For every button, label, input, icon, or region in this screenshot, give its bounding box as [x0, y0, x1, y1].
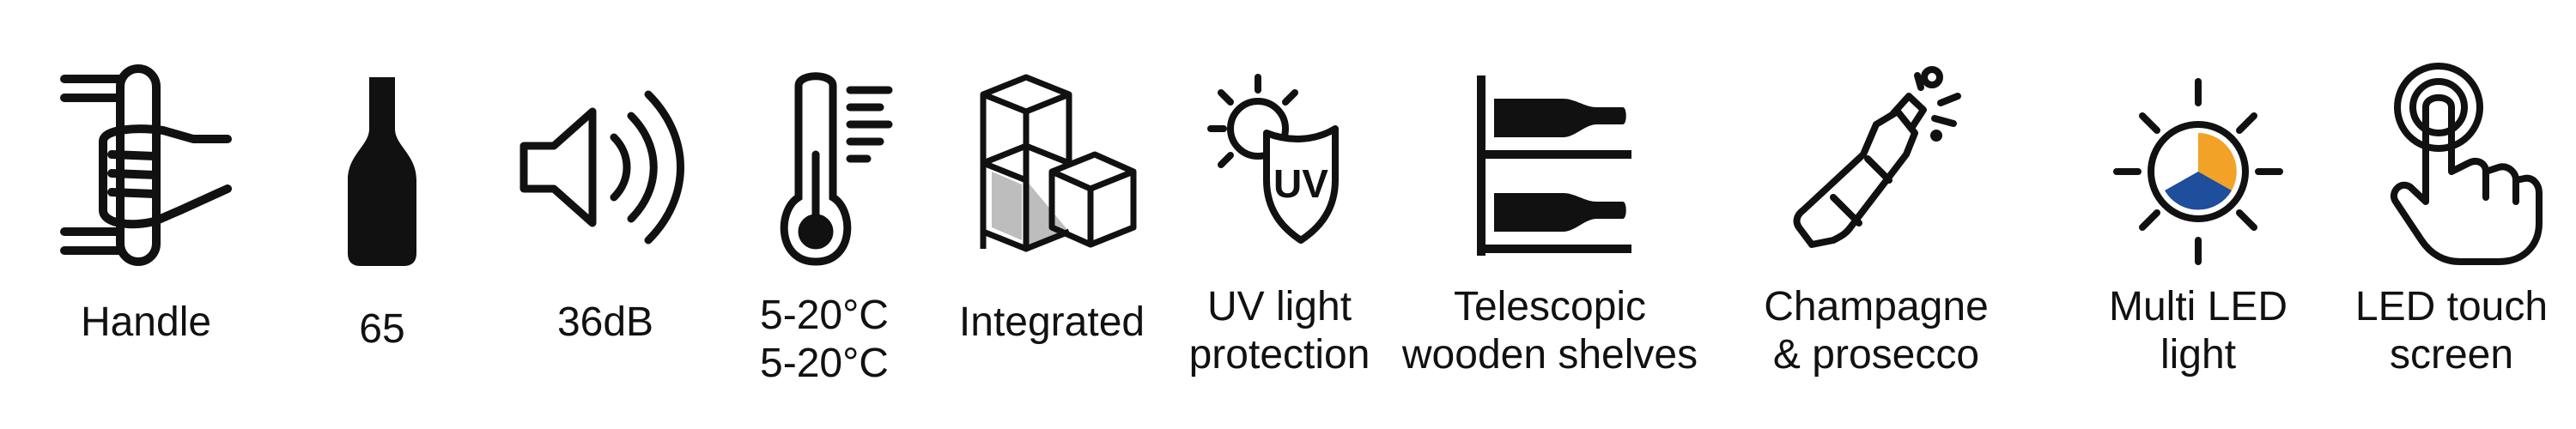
label-line: 5-20°C [760, 341, 889, 386]
feature-champagne-prosecco: Champagne & prosecco [1752, 0, 2001, 429]
integrated-cubes-icon [957, 60, 1146, 275]
telescopic-shelves-icon [1455, 60, 1644, 275]
champagne-bottle-icon [1782, 60, 1971, 275]
feature-handle: Handle [47, 0, 245, 429]
touch-screen-finger-icon [2357, 60, 2546, 275]
label-line: 36dB [556, 299, 654, 345]
multi-led-light-icon [2104, 60, 2293, 275]
wine-bottle-icon [288, 60, 477, 275]
speaker-sound-icon [511, 60, 700, 275]
label-line: & prosecco [1772, 332, 1980, 378]
feature-label-uv: UV light protection [1189, 283, 1370, 379]
label-line: 65 [359, 306, 405, 352]
feature-label-handle: Handle [81, 299, 211, 347]
label-line: protection [1188, 332, 1370, 378]
feature-label-champagne: Champagne & prosecco [1764, 283, 1989, 379]
feature-label-bottle: 65 [359, 305, 404, 353]
label-line: 5-20°C [760, 293, 889, 338]
feature-uv-protection: UV UV light protection [1176, 0, 1382, 429]
feature-label-temperature: 5-20°C 5-20°C [760, 292, 889, 388]
label-line: Integrated [958, 299, 1145, 345]
feature-noise-level: 36dB [511, 0, 700, 429]
feature-multi-led: Multi LED light [2087, 0, 2310, 429]
label-line: Handle [80, 299, 212, 345]
label-line: Champagne [1764, 284, 1989, 329]
label-line: UV light [1206, 284, 1352, 329]
feature-integrated: Integrated [949, 0, 1155, 429]
feature-label-noise: 36dB [557, 299, 653, 347]
feature-led-touch-screen: LED touch screen [2344, 0, 2559, 429]
feature-label-touch: LED touch screen [2355, 283, 2548, 379]
label-line: Telescopic [1453, 284, 1647, 329]
feature-label-shelves: Telescopic wooden shelves [1402, 283, 1698, 379]
feature-temperature-range: 5-20°C 5-20°C [738, 0, 910, 429]
handle-icon [52, 60, 240, 275]
uv-icon-text: UV [1273, 161, 1328, 206]
label-line: light [2160, 332, 2237, 378]
thermometer-icon [730, 60, 919, 275]
label-line: Multi LED [2108, 284, 2288, 329]
feature-bottle-capacity: 65 [296, 0, 468, 429]
uv-shield-sun-icon: UV [1185, 60, 1374, 275]
feature-label-integrated: Integrated [959, 299, 1145, 347]
label-line: screen [2389, 332, 2514, 378]
label-line: wooden shelves [1401, 332, 1698, 378]
feature-label-led: Multi LED light [2109, 283, 2287, 379]
label-line: LED touch [2354, 284, 2549, 329]
feature-telescopic-shelves: Telescopic wooden shelves [1391, 0, 1709, 429]
